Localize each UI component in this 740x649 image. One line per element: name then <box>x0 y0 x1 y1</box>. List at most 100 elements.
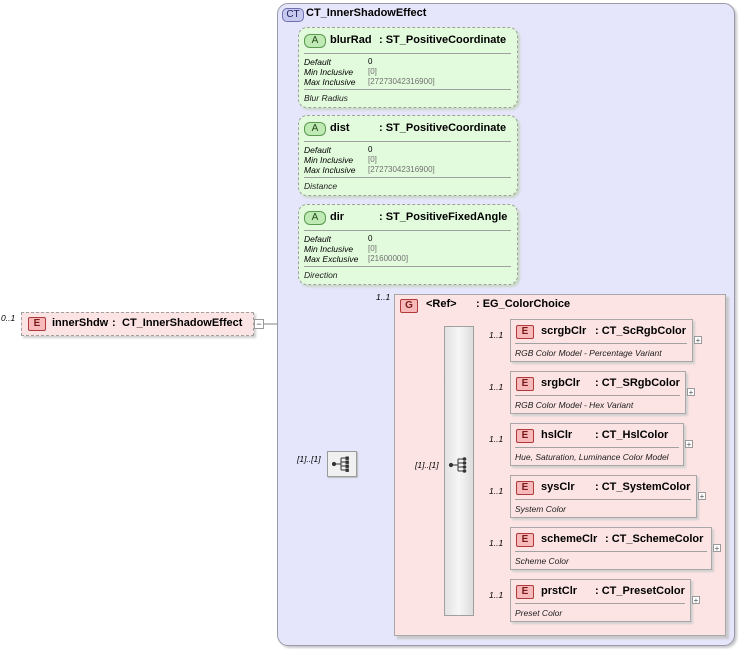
expand-toggle[interactable]: + <box>698 492 706 501</box>
facet-value: [0] <box>368 67 377 76</box>
group-name: : EG_ColorChoice <box>476 298 571 310</box>
facet-value: 0 <box>368 57 373 66</box>
element-type: : CT_SystemColor <box>595 481 691 493</box>
expand-toggle[interactable]: + <box>687 388 695 397</box>
attribute-badge: A <box>304 211 326 225</box>
sequence-compositor[interactable] <box>327 451 357 477</box>
attribute-dist[interactable]: A dist : ST_PositiveCoordinate Default 0… <box>298 115 518 196</box>
complex-type-badge: CT <box>282 8 304 22</box>
expand-toggle[interactable]: + <box>694 336 702 345</box>
element-badge: E <box>516 429 534 443</box>
facet-label: Min Inclusive <box>304 155 354 165</box>
element-srgbClr[interactable]: E srgbClr : CT_SRgbColor RGB Color Model… <box>510 371 686 414</box>
element-cardinality: 1..1 <box>489 330 504 340</box>
attribute-type: : ST_PositiveCoordinate <box>379 122 507 134</box>
element-badge: E <box>28 317 46 331</box>
separator <box>304 89 511 90</box>
element-name: sysClr <box>541 481 575 493</box>
element-cardinality: 1..1 <box>489 382 504 392</box>
separator <box>304 53 511 54</box>
attribute-badge: A <box>304 34 326 48</box>
element-badge: E <box>516 325 534 339</box>
facet-value: [0] <box>368 155 377 164</box>
facet-label: Max Inclusive <box>304 165 356 175</box>
attribute-blurRad[interactable]: A blurRad : ST_PositiveCoordinate Defaul… <box>298 27 518 108</box>
complex-type-name: CT_InnerShadowEffect <box>306 7 427 19</box>
element-type: : CT_SRgbColor <box>595 377 680 389</box>
facet-value: [0] <box>368 244 377 253</box>
group-badge: G <box>400 299 418 313</box>
group-cardinality: 1..1 <box>376 292 391 302</box>
element-prstClr[interactable]: E prstClr : CT_PresetColor Preset Color <box>510 579 691 622</box>
choice-compositor[interactable] <box>444 326 474 616</box>
element-type: : CT_HslColor <box>595 429 669 441</box>
element-name: schemeClr <box>541 533 598 545</box>
separator <box>515 395 680 396</box>
sequence-cardinality: [1]..[1] <box>297 454 321 464</box>
root-element-innerShdw[interactable]: E innerShdw : CT_InnerShadowEffect <box>21 312 254 336</box>
element-name: prstClr <box>541 585 578 597</box>
element-schemeClr[interactable]: E schemeClr : CT_SchemeColor Scheme Colo… <box>510 527 712 570</box>
facet-value: 0 <box>368 234 373 243</box>
element-doc: Hue, Saturation, Luminance Color Model <box>515 452 669 462</box>
root-element-type: CT_InnerShadowEffect <box>122 317 243 329</box>
separator <box>304 230 511 231</box>
facet-label: Max Exclusive <box>304 254 359 264</box>
attribute-doc: Direction <box>304 270 338 280</box>
facet-label: Default <box>304 57 331 67</box>
choice-icon <box>448 457 467 473</box>
element-cardinality: 1..1 <box>489 434 504 444</box>
facet-value: [21600000] <box>368 254 409 263</box>
facet-label: Max Inclusive <box>304 77 356 87</box>
facet-value: 0 <box>368 145 373 154</box>
facet-label: Min Inclusive <box>304 244 354 254</box>
element-cardinality: 1..1 <box>489 590 504 600</box>
element-type: : CT_SchemeColor <box>605 533 704 545</box>
attribute-badge: A <box>304 122 326 136</box>
element-type: : CT_ScRgbColor <box>595 325 687 337</box>
element-doc: Scheme Color <box>515 556 569 566</box>
root-element-name: innerShdw <box>52 317 109 329</box>
facet-label: Min Inclusive <box>304 67 354 77</box>
attribute-dir[interactable]: A dir : ST_PositiveFixedAngle Default 0 … <box>298 204 518 285</box>
element-cardinality: 1..1 <box>489 486 504 496</box>
separator <box>515 343 687 344</box>
expand-toggle[interactable]: + <box>692 596 700 605</box>
separator <box>304 177 511 178</box>
sequence-icon <box>331 456 349 472</box>
attribute-type: : ST_PositiveFixedAngle <box>379 211 508 223</box>
separator <box>515 499 691 500</box>
element-doc: RGB Color Model - Percentage Variant <box>515 348 662 358</box>
element-name: srgbClr <box>541 377 581 389</box>
attribute-doc: Blur Radius <box>304 93 348 103</box>
element-cardinality: 1..1 <box>489 538 504 548</box>
separator <box>304 266 511 267</box>
element-badge: E <box>516 377 534 391</box>
element-scrgbClr[interactable]: E scrgbClr : CT_ScRgbColor RGB Color Mod… <box>510 319 693 362</box>
attribute-name: blurRad <box>330 34 372 46</box>
element-name: scrgbClr <box>541 325 587 337</box>
element-name: hslClr <box>541 429 573 441</box>
facet-value: [27273042316900] <box>368 165 435 174</box>
separator <box>515 447 679 448</box>
facet-value: [27273042316900] <box>368 77 435 86</box>
element-badge: E <box>516 585 534 599</box>
separator <box>515 603 685 604</box>
element-type: : CT_PresetColor <box>595 585 685 597</box>
root-element-sep: : <box>112 317 116 329</box>
separator <box>515 551 707 552</box>
collapse-toggle[interactable]: − <box>254 319 264 329</box>
attribute-name: dist <box>330 122 350 134</box>
element-sysClr[interactable]: E sysClr : CT_SystemColor System Color <box>510 475 697 518</box>
expand-toggle[interactable]: + <box>713 544 721 553</box>
element-badge: E <box>516 533 534 547</box>
separator <box>304 141 511 142</box>
expand-toggle[interactable]: + <box>685 440 693 449</box>
choice-cardinality: [1]..[1] <box>415 460 439 470</box>
element-doc: System Color <box>515 504 567 514</box>
element-hslClr[interactable]: E hslClr : CT_HslColor Hue, Saturation, … <box>510 423 684 466</box>
group-ref: <Ref> <box>426 298 457 310</box>
facet-label: Default <box>304 145 331 155</box>
attribute-name: dir <box>330 211 345 223</box>
root-element-cardinality: 0..1 <box>1 313 16 323</box>
